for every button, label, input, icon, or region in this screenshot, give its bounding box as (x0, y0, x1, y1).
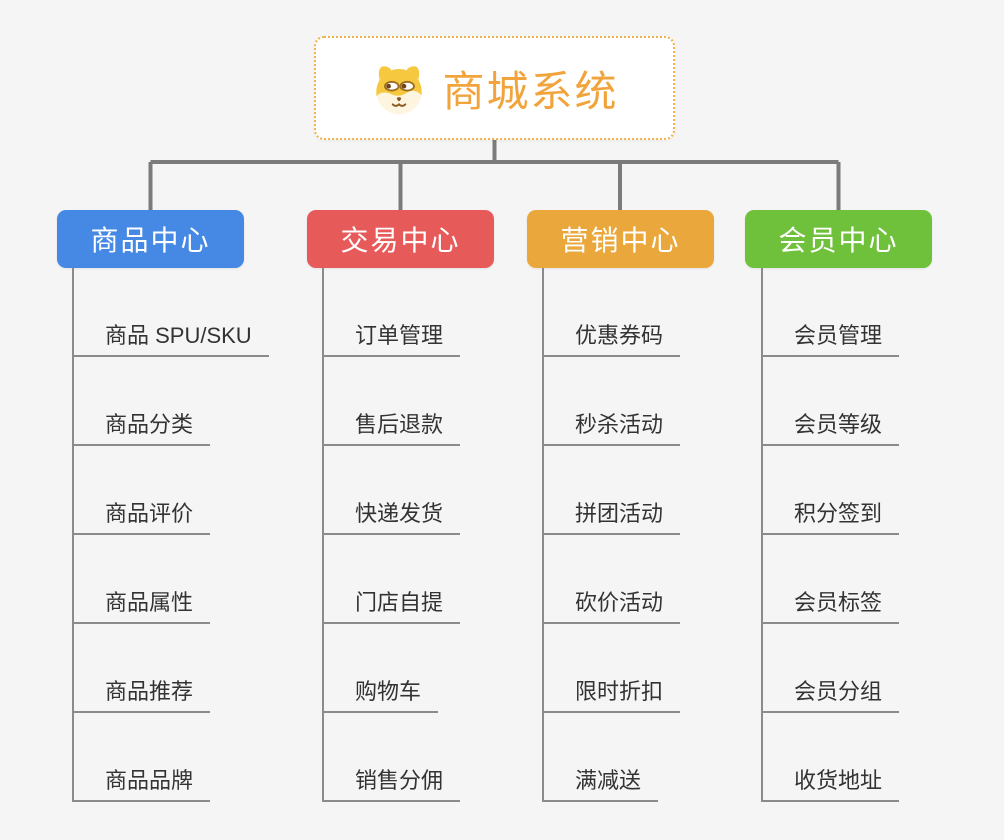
leaf-row: 秒杀活动 (544, 357, 681, 446)
leaf-node[interactable]: 购物车 (324, 678, 439, 713)
leaf-node[interactable]: 商品 SPU/SKU (74, 322, 269, 357)
branch-node-trade-center[interactable]: 交易中心 (307, 210, 494, 268)
leaf-node[interactable]: 商品推荐 (74, 678, 211, 713)
leaf-node[interactable]: 售后退款 (324, 411, 461, 446)
leaf-row: 收货地址 (763, 713, 900, 802)
leaf-node[interactable]: 商品评价 (74, 500, 211, 535)
doge-dog-face-icon (376, 66, 423, 115)
leaf-row: 商品推荐 (74, 624, 269, 713)
leaf-node[interactable]: 会员标签 (763, 589, 900, 624)
branch-column-marketing: 优惠券码 秒杀活动 拼团活动 砍价活动 限时折扣 满减送 (542, 268, 681, 802)
leaf-row: 会员管理 (763, 268, 900, 357)
leaf-node[interactable]: 优惠券码 (544, 322, 681, 357)
leaf-node[interactable]: 销售分佣 (324, 767, 461, 802)
leaf-node[interactable]: 限时折扣 (544, 678, 681, 713)
leaf-node[interactable]: 积分签到 (763, 500, 900, 535)
leaf-row: 会员等级 (763, 357, 900, 446)
leaf-node[interactable]: 秒杀活动 (544, 411, 681, 446)
branch-node-product-center[interactable]: 商品中心 (57, 210, 244, 268)
leaf-node[interactable]: 砍价活动 (544, 589, 681, 624)
leaf-row: 销售分佣 (324, 713, 461, 802)
leaf-node[interactable]: 订单管理 (324, 322, 461, 357)
leaf-row: 商品分类 (74, 357, 269, 446)
leaf-row: 订单管理 (324, 268, 461, 357)
leaf-row: 会员分组 (763, 624, 900, 713)
root-title: 商城系统 (442, 67, 619, 115)
branch-column-member: 会员管理 会员等级 积分签到 会员标签 会员分组 收货地址 (761, 268, 900, 802)
leaf-row: 商品评价 (74, 446, 269, 535)
leaf-row: 积分签到 (763, 446, 900, 535)
leaf-node[interactable]: 快递发货 (324, 500, 461, 535)
root-node[interactable]: 商城系统 (314, 36, 675, 140)
leaf-row: 商品品牌 (74, 713, 269, 802)
leaf-node[interactable]: 拼团活动 (544, 500, 681, 535)
leaf-node[interactable]: 会员等级 (763, 411, 900, 446)
leaf-row: 商品属性 (74, 535, 269, 624)
leaf-row: 砍价活动 (544, 535, 681, 624)
leaf-row: 购物车 (324, 624, 460, 713)
leaf-row: 满减送 (544, 713, 680, 802)
leaf-node[interactable]: 商品属性 (74, 589, 211, 624)
leaf-row: 限时折扣 (544, 624, 681, 713)
leaf-node[interactable]: 收货地址 (763, 767, 900, 802)
leaf-row: 售后退款 (324, 357, 461, 446)
leaf-row: 拼团活动 (544, 446, 681, 535)
branch-node-marketing-center[interactable]: 营销中心 (527, 210, 714, 268)
leaf-node[interactable]: 会员分组 (763, 678, 900, 713)
leaf-node[interactable]: 会员管理 (763, 322, 900, 357)
branch-column-product: 商品 SPU/SKU 商品分类 商品评价 商品属性 商品推荐 商品品牌 (72, 268, 269, 802)
leaf-row: 会员标签 (763, 535, 900, 624)
leaf-node[interactable]: 商品品牌 (74, 767, 211, 802)
leaf-node[interactable]: 商品分类 (74, 411, 211, 446)
leaf-row: 门店自提 (324, 535, 461, 624)
branch-column-trade: 订单管理 售后退款 快递发货 门店自提 购物车 销售分佣 (322, 268, 461, 802)
leaf-node[interactable]: 满减送 (544, 767, 659, 802)
leaf-row: 商品 SPU/SKU (74, 268, 269, 357)
leaf-node[interactable]: 门店自提 (324, 589, 461, 624)
leaf-row: 快递发货 (324, 446, 461, 535)
branch-node-member-center[interactable]: 会员中心 (745, 210, 932, 268)
leaf-row: 优惠券码 (544, 268, 681, 357)
